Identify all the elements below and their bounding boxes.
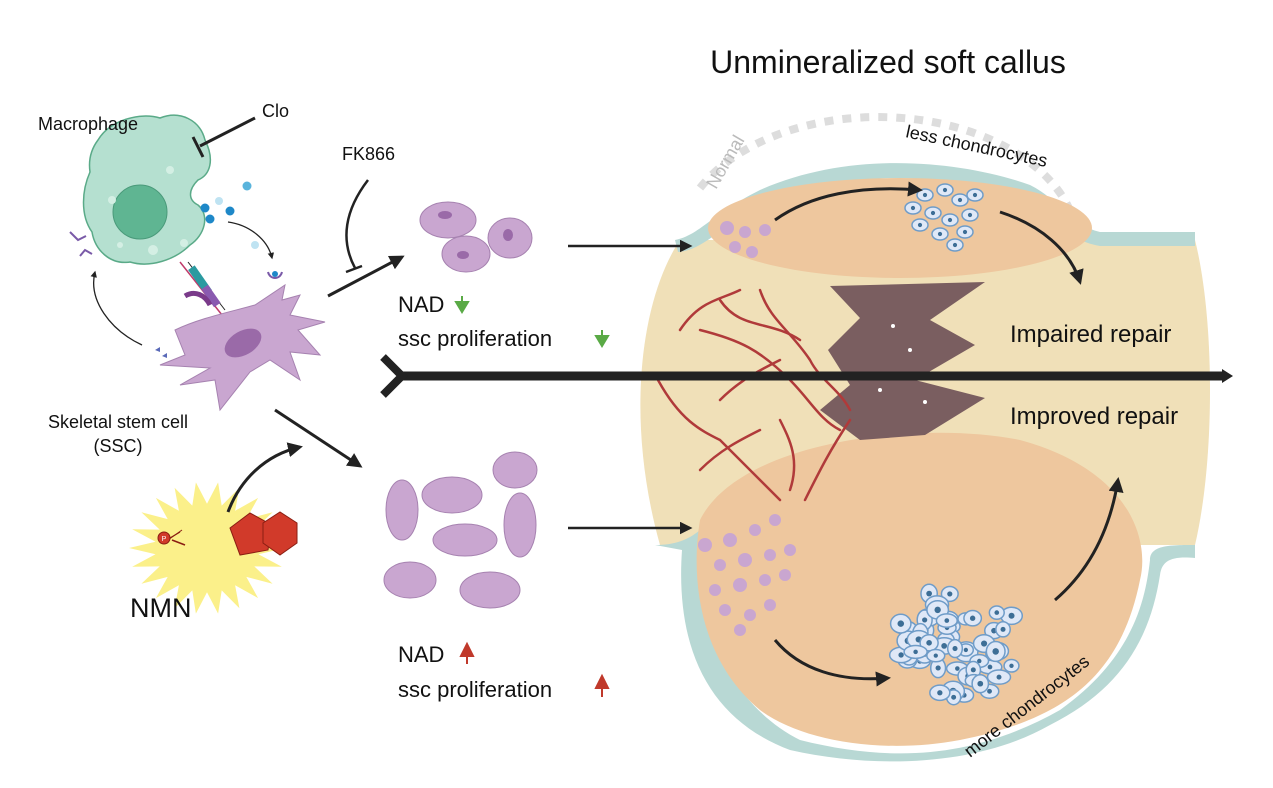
skeletal-stem-cell — [159, 283, 326, 412]
impaired-repair-label: Impaired repair — [1010, 321, 1171, 348]
improved-repair-label: Improved repair — [1010, 403, 1178, 430]
chondrocyte-nucleus — [947, 217, 953, 223]
bottom-ssc-prolif-label: ssc proliferation — [398, 677, 552, 702]
chondrocyte-nucleus — [951, 694, 957, 700]
chondrocyte-nucleus — [952, 242, 958, 248]
normal-callus-outline — [696, 113, 1076, 217]
fk866-label: FK866 — [342, 144, 395, 164]
fk866-inhibition-symbol — [345, 179, 369, 274]
ssc-cluster-bottom — [698, 514, 796, 636]
arrow-ssc-to-chondro-top — [774, 181, 923, 222]
chondrocyte-nucleus — [933, 653, 938, 658]
secretion-arrow — [227, 221, 275, 260]
chondrocyte-nucleus — [963, 647, 968, 653]
chondrocytes-top — [904, 183, 984, 252]
ssc-cluster-top — [720, 221, 771, 258]
phosphate-label: P — [162, 536, 167, 543]
chondrocyte-nucleus — [1000, 626, 1006, 632]
chondrocyte-nucleus — [955, 666, 960, 671]
chondrocyte-nucleus — [926, 639, 932, 646]
arrow-chondro-top-out — [999, 210, 1084, 285]
cell-contact-receptors — [179, 261, 226, 316]
chondrocyte-nucleus — [930, 210, 936, 216]
chondrocyte-nucleus — [1008, 612, 1015, 619]
bone-fragments — [878, 324, 927, 404]
ssc-cells-reduced — [419, 201, 533, 273]
arrow-nmn-to-ssc — [226, 442, 303, 513]
chondrocyte-nucleus — [922, 617, 928, 623]
chondrocyte-nucleus — [977, 658, 982, 664]
receptor-icons — [69, 231, 283, 358]
nad-up-arrow-icon — [459, 641, 475, 664]
clo-label: Clo — [262, 101, 289, 121]
nmn-label: NMN — [130, 593, 192, 623]
chondrocyte-nucleus — [897, 620, 905, 627]
chondrocyte-nucleus — [967, 212, 973, 218]
macrophage-cell — [82, 114, 212, 265]
macrophage-nucleus — [112, 184, 168, 240]
top-ssc-prolif-label: ssc proliferation — [398, 326, 552, 351]
chondrocyte-nucleus — [944, 618, 950, 623]
arrow-chondro-bottom-out — [1054, 477, 1124, 602]
chondrocyte-nucleus — [957, 197, 963, 203]
ssc-label-line1: Skeletal stem cell — [48, 412, 188, 432]
chondrocyte-nucleus — [922, 192, 928, 198]
central-divider-arrow — [380, 354, 1233, 398]
top-nad-label: NAD — [398, 292, 444, 317]
nad-down-arrow-icon — [454, 296, 470, 314]
chondrocyte-nucleus — [1009, 663, 1014, 668]
chondrocyte-nucleus — [947, 591, 953, 597]
arrow-ssc-to-bottom-branch — [274, 408, 363, 468]
feedback-arrow — [90, 270, 143, 346]
chondrocyte-nucleus — [987, 664, 993, 670]
ssc-cells-increased — [383, 451, 538, 609]
diagram-title: Unmineralized soft callus — [710, 44, 1066, 80]
chondrocyte-nucleus — [941, 643, 948, 649]
normal-label: Normal — [702, 132, 748, 192]
chondrocyte-nucleus — [898, 652, 904, 658]
chondrocyte-nucleus — [962, 229, 968, 235]
fracture-gap — [820, 282, 985, 440]
chondrocyte-nucleus — [937, 690, 943, 696]
nmn-molecule-icon: P — [157, 511, 298, 556]
less-chondrocytes-label: less chondrocytes — [904, 121, 1049, 171]
chondrocyte-nucleus — [996, 674, 1002, 680]
secreted-particles — [200, 181, 259, 249]
chondrocyte-nucleus — [994, 610, 1000, 615]
chondrocyte-nucleus — [972, 192, 978, 198]
chondrocyte-nucleus — [970, 667, 976, 673]
chondrocyte-nucleus — [926, 590, 932, 597]
chondrocyte-nucleus — [969, 615, 976, 621]
chondrocyte-nucleus — [913, 649, 918, 655]
nmn-burst-icon — [129, 482, 285, 614]
chondrocyte-nucleus — [981, 640, 988, 647]
chondrocyte-nucleus — [987, 688, 992, 694]
clo-inhibition-symbol — [191, 116, 256, 158]
bone-fracture-scene: Normal — [640, 113, 1210, 762]
chondrocyte-nucleus — [910, 205, 916, 211]
prolif-up-arrow-icon — [594, 673, 610, 697]
ssc-label-line2: (SSC) — [94, 436, 143, 456]
chondrocyte-nucleus — [935, 665, 941, 671]
macrophage-label: Macrophage — [38, 114, 138, 134]
prolif-down-arrow-icon — [594, 330, 610, 348]
chondrocyte-nucleus — [917, 222, 923, 228]
chondrocyte-nucleus — [977, 680, 984, 687]
arrow-ssc-to-top-branch — [327, 255, 405, 298]
arrow-ssc-to-chondro-bottom — [773, 639, 891, 687]
chondrocytes-bottom — [888, 583, 1024, 706]
chondrocyte-nucleus — [992, 648, 999, 655]
callus-bottom — [696, 432, 1143, 746]
bottom-nad-label: NAD — [398, 642, 444, 667]
chondrocyte-nucleus — [942, 187, 948, 193]
chondrocyte-nucleus — [952, 645, 958, 652]
chondrocyte-nucleus — [934, 606, 941, 614]
chondrocyte-nucleus — [937, 231, 943, 237]
